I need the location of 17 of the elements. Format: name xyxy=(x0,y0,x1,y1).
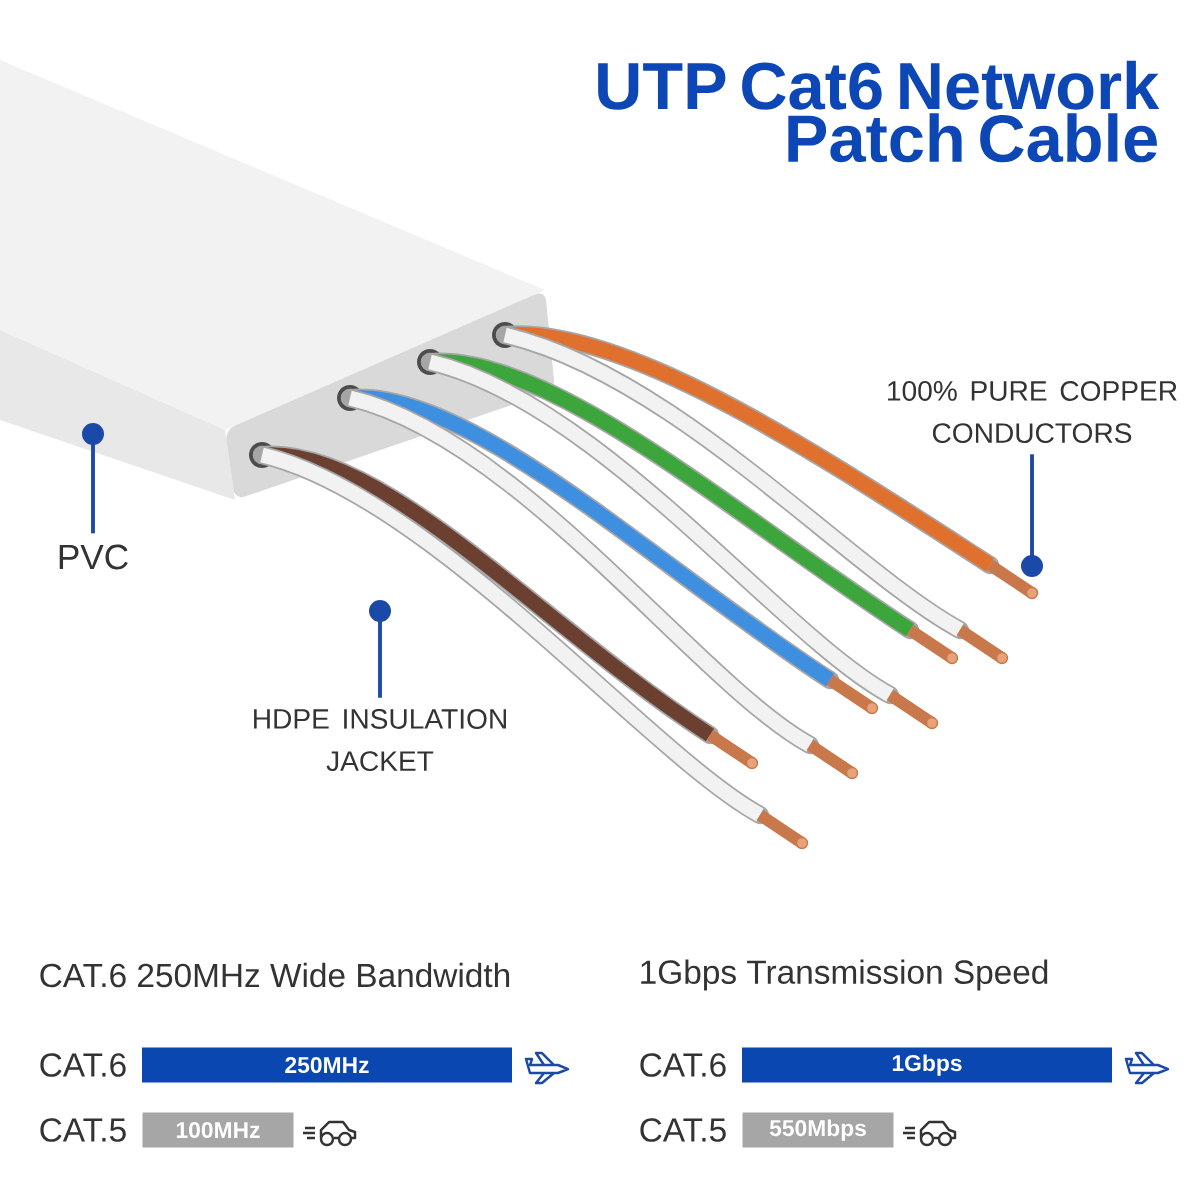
leader-line xyxy=(82,423,104,534)
leader-line xyxy=(1021,454,1043,577)
section-heading: 1Gbps Transmission Speed xyxy=(641,959,1048,991)
category-label: CAT.6 xyxy=(40,1053,126,1077)
category-label: CAT.5 xyxy=(40,1118,126,1142)
speed-bar: 100MHz xyxy=(142,1112,294,1148)
speed-bar: 250MHz xyxy=(142,1047,512,1083)
callout-text: 100% PURE COPPER CONDUCTORS xyxy=(888,381,1177,444)
speed-bar: 1Gbps xyxy=(742,1047,1112,1083)
section-heading: CAT.6 250MHz Wide Bandwidth xyxy=(40,962,510,988)
category-label: CAT.5 xyxy=(640,1118,726,1142)
speed-bar: 550Mbps xyxy=(742,1112,894,1148)
title: UTP Cat6 Network Patch Cable xyxy=(598,60,1160,163)
category-label: CAT.6 xyxy=(640,1053,726,1077)
leader-line xyxy=(369,600,391,698)
callout-text: PVC xyxy=(59,544,128,570)
callout-text: HDPE INSULATION JACKET xyxy=(254,709,506,772)
